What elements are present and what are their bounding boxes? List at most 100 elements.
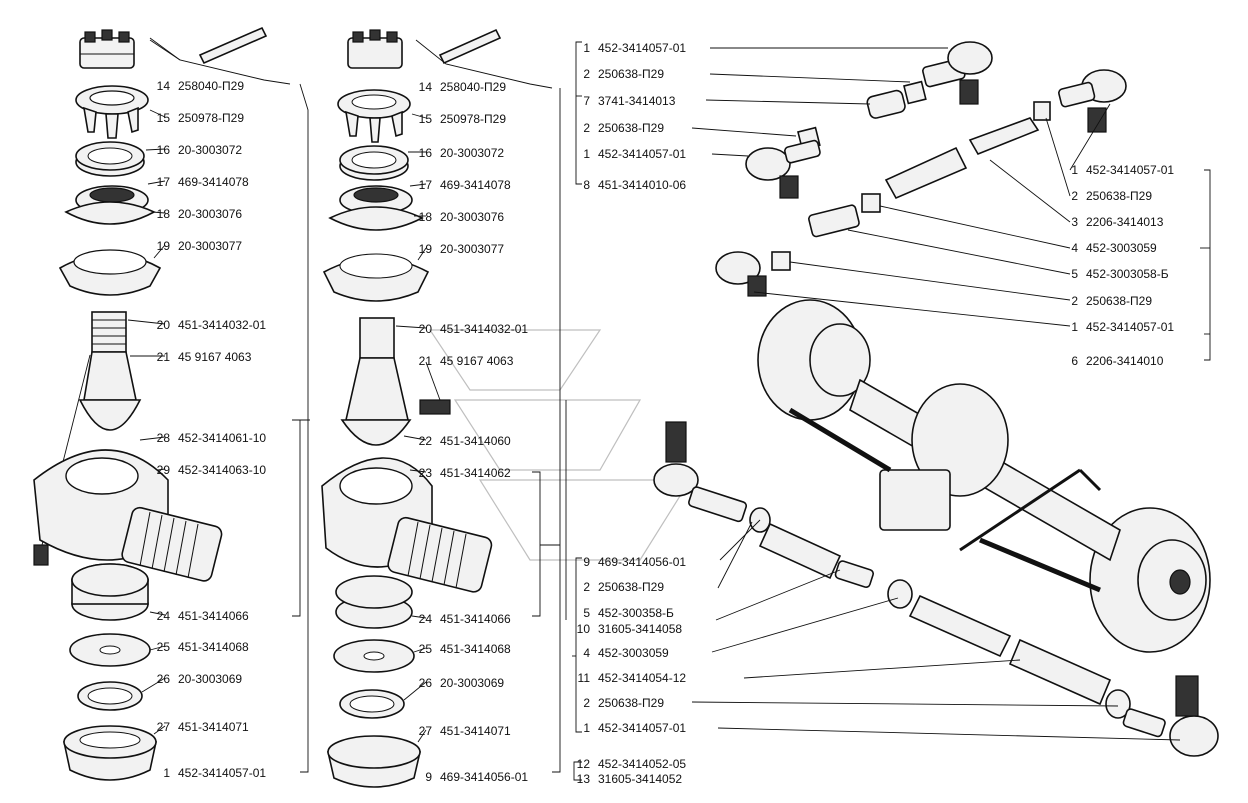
part-number: 31605-3414052 (598, 772, 683, 786)
callout-number: 20 (156, 318, 170, 332)
callout-number: 1 (583, 41, 590, 55)
callout-number: 2 (583, 696, 590, 710)
top-group-callout: 2 250638-П29 (572, 67, 664, 81)
nut-icon (771, 251, 791, 271)
tie-rod-end-icon (1058, 69, 1127, 133)
callout-number: 24 (156, 609, 170, 623)
callout-number: 27 (156, 720, 170, 734)
callout-number: 2 (1071, 294, 1078, 308)
part-number: 451-3414062 (440, 466, 511, 480)
part-number: 469-3414078 (178, 175, 249, 189)
socket-housing-icon (33, 449, 223, 582)
callout-number: 2 (583, 67, 590, 81)
callout-number: 15 (156, 111, 170, 125)
callout-number: 14 (418, 80, 432, 94)
callout-number: 4 (583, 646, 590, 660)
lock-washer-icon (337, 89, 411, 143)
callout-number: 18 (156, 207, 170, 221)
callout-number: 9 (425, 770, 432, 784)
column2-parts (321, 28, 567, 788)
callout-number: 26 (156, 672, 170, 686)
ring-icon (339, 145, 409, 181)
callout-number: 6 (1071, 354, 1078, 368)
castle-nut-icon (79, 29, 135, 69)
callout-number: 3 (1071, 215, 1078, 229)
callout-number: 17 (418, 178, 432, 192)
grease-fitting-icon (419, 399, 451, 415)
callout-number: 26 (418, 676, 432, 690)
callout-number: 11 (577, 671, 590, 685)
part-number: 451-3414060 (440, 434, 511, 448)
callout-number: 2 (583, 580, 590, 594)
callout-number: 29 (156, 463, 170, 477)
sleeve-icon (866, 89, 906, 119)
boot-icon (58, 249, 162, 296)
dust-cup-icon (328, 206, 424, 231)
part-number: 20-3003076 (178, 207, 243, 221)
part-number: 250638-П29 (598, 67, 665, 81)
bottom-group-callout: 12 452-3414052-05 (572, 757, 686, 771)
callout-number: 27 (418, 724, 432, 738)
col1-callout: 26 20-3003069 (152, 672, 242, 686)
col1-callout: 29 452-3414063-10 (152, 463, 266, 477)
spring-ring-icon (77, 681, 143, 711)
nut-icon (903, 80, 927, 105)
part-number: 452-3414063-10 (178, 463, 267, 477)
washer-icon (333, 639, 415, 673)
column1-parts (33, 26, 310, 781)
part-number: 20-3003077 (440, 242, 505, 256)
part-number: 451-3414068 (440, 642, 511, 656)
washer-icon (69, 633, 151, 667)
callout-number: 12 (576, 757, 590, 771)
part-number: 250978-П29 (178, 111, 245, 125)
part-number: 452-3414052-05 (598, 757, 687, 771)
part-number: 2206-3414010 (1086, 354, 1164, 368)
right-group-callout: 2 250638-П29 (1060, 189, 1152, 203)
threaded-plug-icon (63, 725, 157, 781)
callout-number: 16 (418, 146, 432, 160)
callout-number: 2 (1071, 189, 1078, 203)
callout-number: 19 (418, 242, 432, 256)
part-number: 31605-3414058 (598, 622, 683, 636)
part-number: 452-3414061-10 (178, 431, 267, 445)
part-number: 451-3414066 (440, 612, 511, 626)
part-number: 250638-П29 (598, 696, 665, 710)
callout-number: 28 (156, 431, 170, 445)
part-number: 451-3414032-01 (440, 322, 529, 336)
callout-number: 19 (156, 239, 170, 253)
bottom-rod-parts (653, 421, 1219, 757)
part-number: 451-3414066 (178, 609, 249, 623)
part-number: 20-3003069 (178, 672, 243, 686)
callout-number: 21 (418, 354, 432, 368)
callout-number: 22 (418, 434, 432, 448)
part-number: 20-3003069 (440, 676, 505, 690)
tie-rod-end-icon (922, 41, 993, 105)
nut-icon (1033, 101, 1051, 121)
part-number: 45 9167 4063 (440, 354, 514, 368)
part-number: 20-3003077 (178, 239, 243, 253)
part-number: 250638-П29 (1086, 189, 1153, 203)
